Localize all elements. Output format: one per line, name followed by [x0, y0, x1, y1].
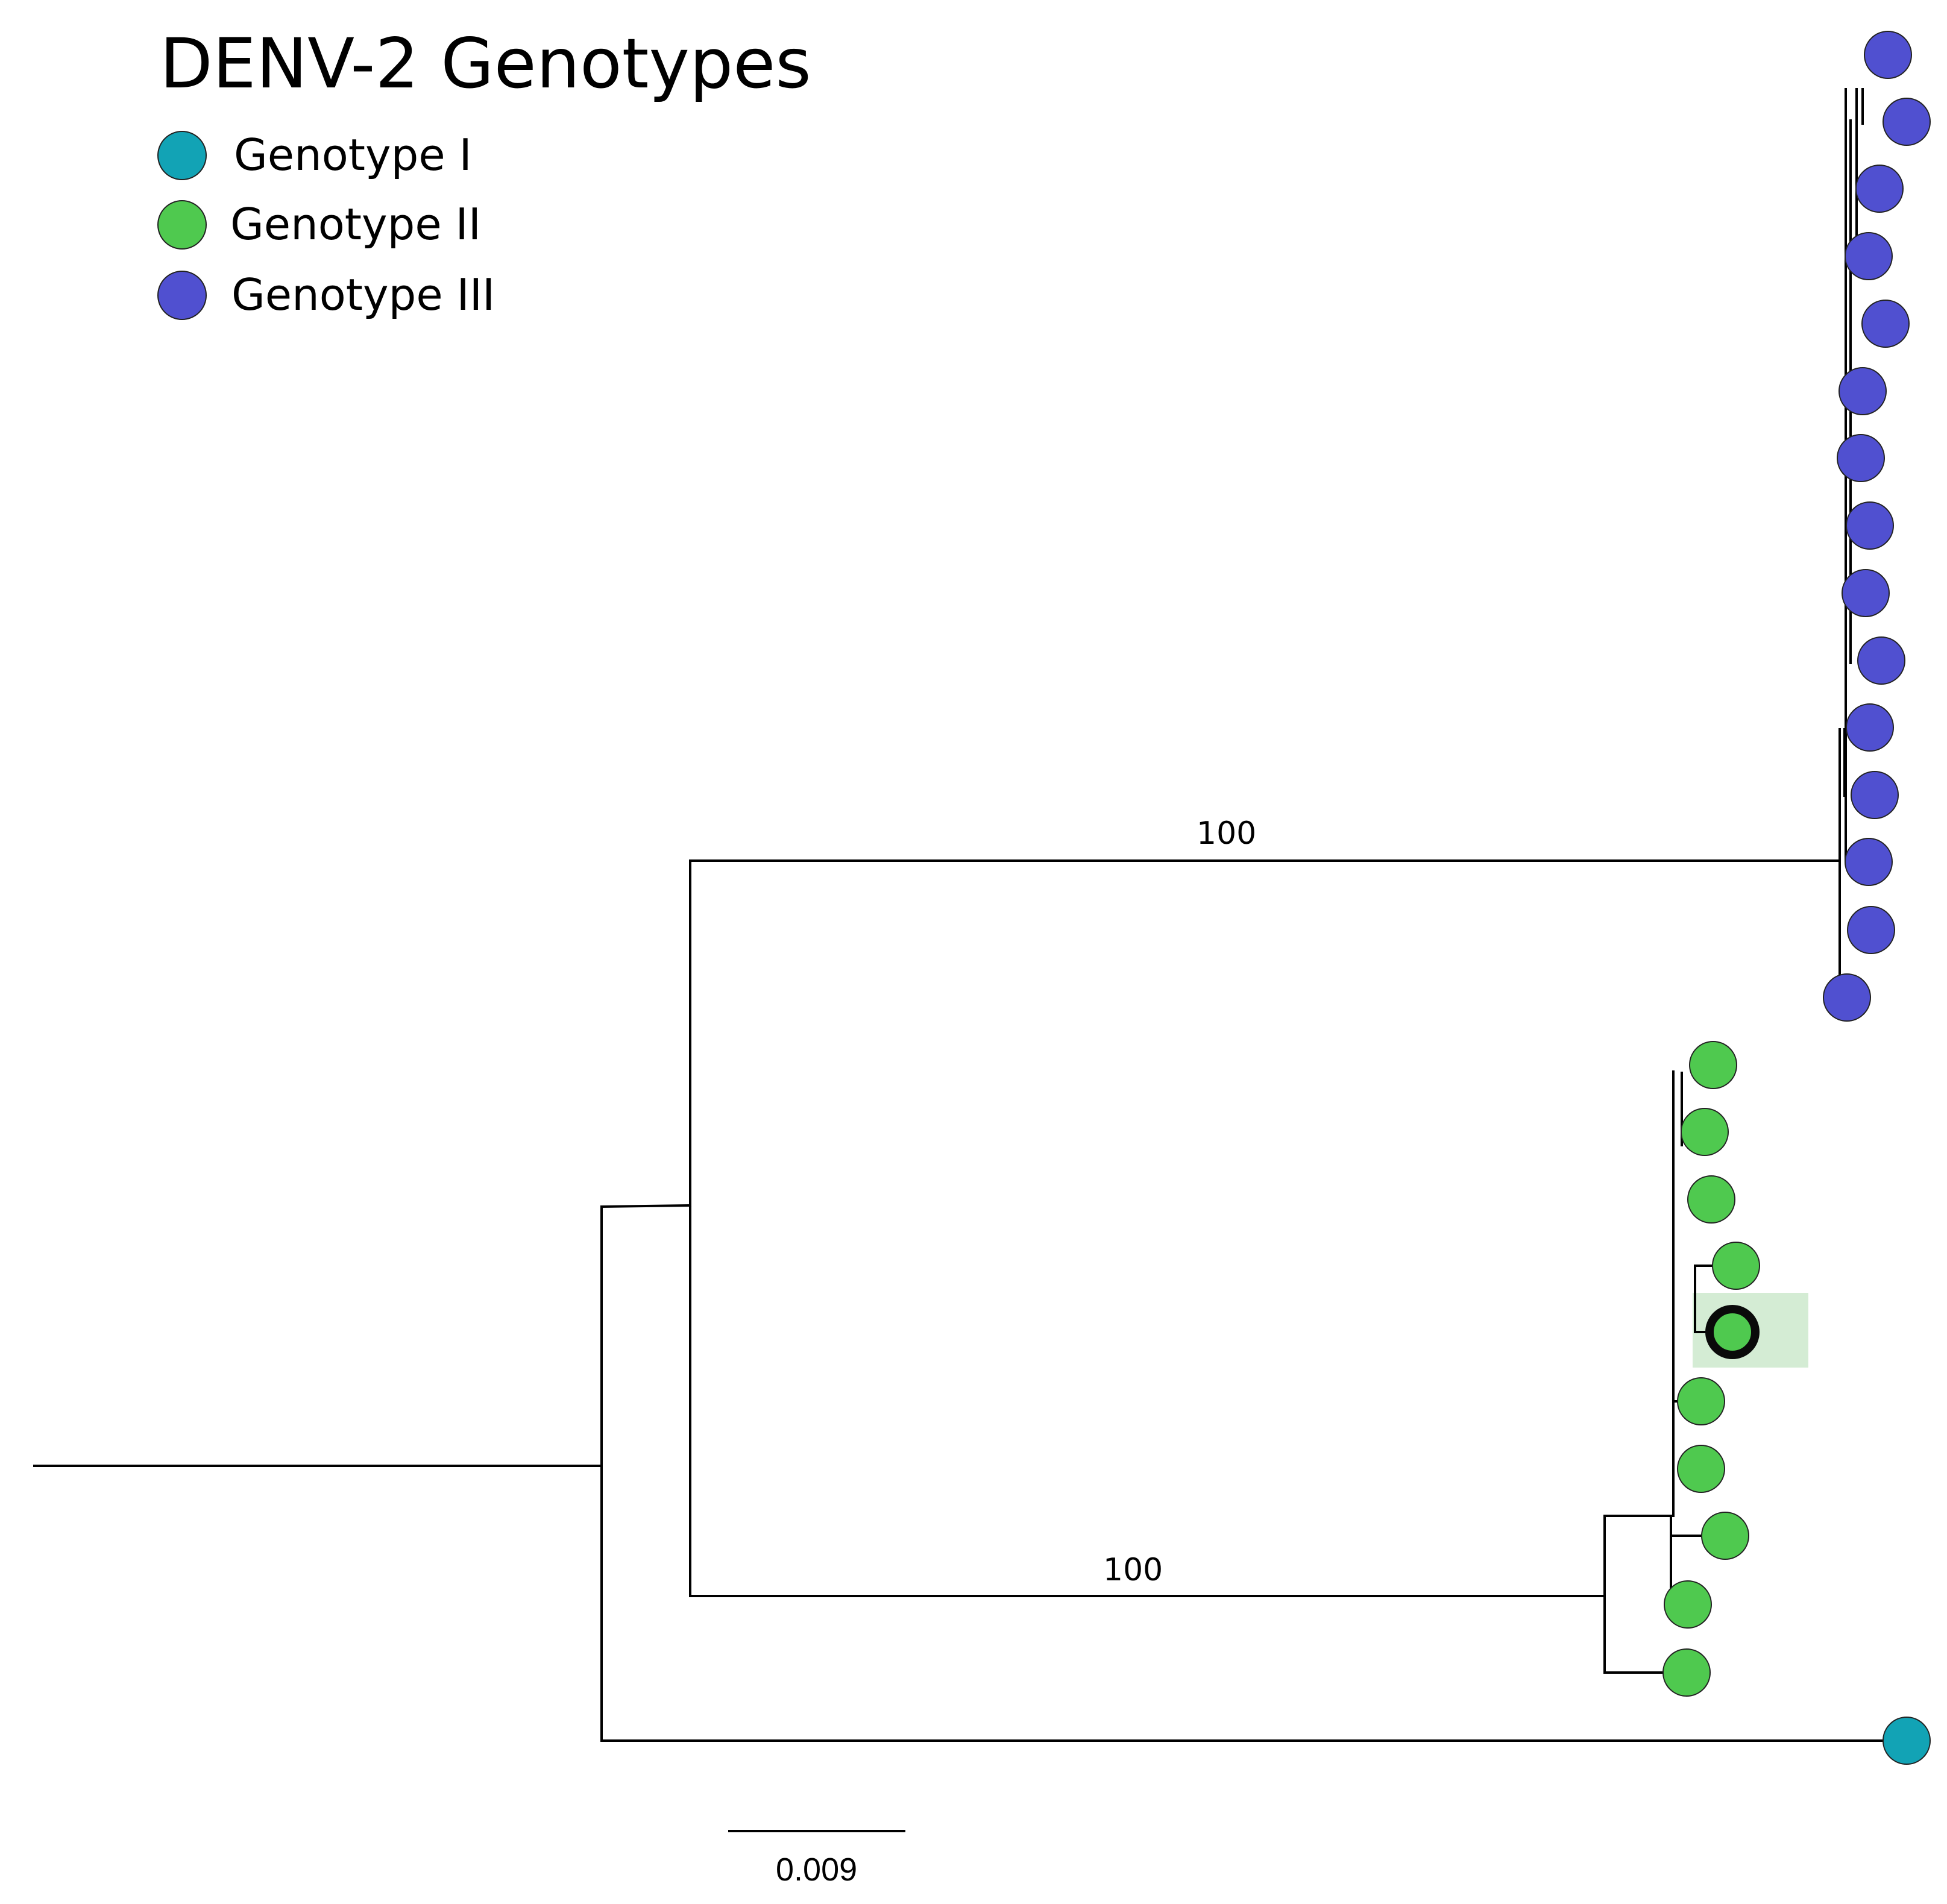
tree-title: DENV-2 Genotypes — [160, 24, 811, 104]
legend-swatch-genotype-3 — [157, 271, 207, 320]
support-value-genotype-3: 100 — [1197, 815, 1256, 852]
tip-genotype-3 — [1842, 569, 1890, 617]
tip-genotype-2 — [1689, 1041, 1737, 1089]
legend-item-genotype-1: Genotype I — [157, 130, 472, 180]
support-value-genotype-2: 100 — [1103, 1552, 1163, 1588]
tip-genotype-2 — [1681, 1108, 1729, 1156]
tip-genotype-2-highlighted — [1705, 1305, 1760, 1359]
tip-genotype-2 — [1712, 1242, 1760, 1290]
tip-genotype-3 — [1845, 838, 1893, 886]
tip-genotype-3 — [1846, 703, 1894, 752]
tip-genotype-3 — [1837, 434, 1885, 482]
legend-swatch-genotype-1 — [157, 131, 207, 180]
branch-ingroup — [600, 1204, 692, 1208]
tip-genotype-3 — [1847, 906, 1895, 954]
legend: Genotype I Genotype II Genotype III — [157, 130, 495, 320]
tip-genotype-2 — [1662, 1648, 1711, 1697]
tip-genotype-2 — [1687, 1175, 1735, 1224]
tip-genotype-3 — [1846, 501, 1894, 550]
tip-genotype-2 — [1677, 1377, 1725, 1425]
tip-genotype-3 — [1864, 31, 1912, 79]
scale-bar-label: 0.009 — [776, 1852, 857, 1888]
tip-genotype-3 — [1861, 300, 1910, 348]
tip-genotype-3 — [1838, 367, 1887, 415]
tree-branches — [33, 88, 1905, 1742]
tip-genotype-1 — [1883, 1717, 1931, 1765]
tip-genotype-3 — [1851, 771, 1899, 819]
tip-genotype-3 — [1883, 98, 1931, 146]
legend-label-genotype-1: Genotype I — [234, 130, 472, 180]
genotype-3-tips — [1823, 31, 1931, 1022]
tip-genotype-2 — [1701, 1512, 1749, 1560]
genotype-2-tips — [1662, 1041, 1760, 1697]
tip-genotype-3 — [1845, 232, 1893, 280]
legend-label-genotype-3: Genotype III — [231, 269, 495, 320]
tip-genotype-2 — [1664, 1580, 1712, 1629]
legend-item-genotype-2: Genotype II — [157, 199, 481, 250]
tip-genotype-3 — [1857, 636, 1905, 685]
tip-genotype-3 — [1823, 973, 1871, 1022]
legend-label-genotype-2: Genotype II — [230, 199, 481, 250]
tip-genotype-3 — [1855, 165, 1904, 213]
legend-swatch-genotype-2 — [157, 200, 207, 250]
legend-item-genotype-3: Genotype III — [157, 269, 495, 320]
tip-genotype-2 — [1677, 1445, 1725, 1493]
scale-bar: 0.009 — [728, 1830, 905, 1888]
